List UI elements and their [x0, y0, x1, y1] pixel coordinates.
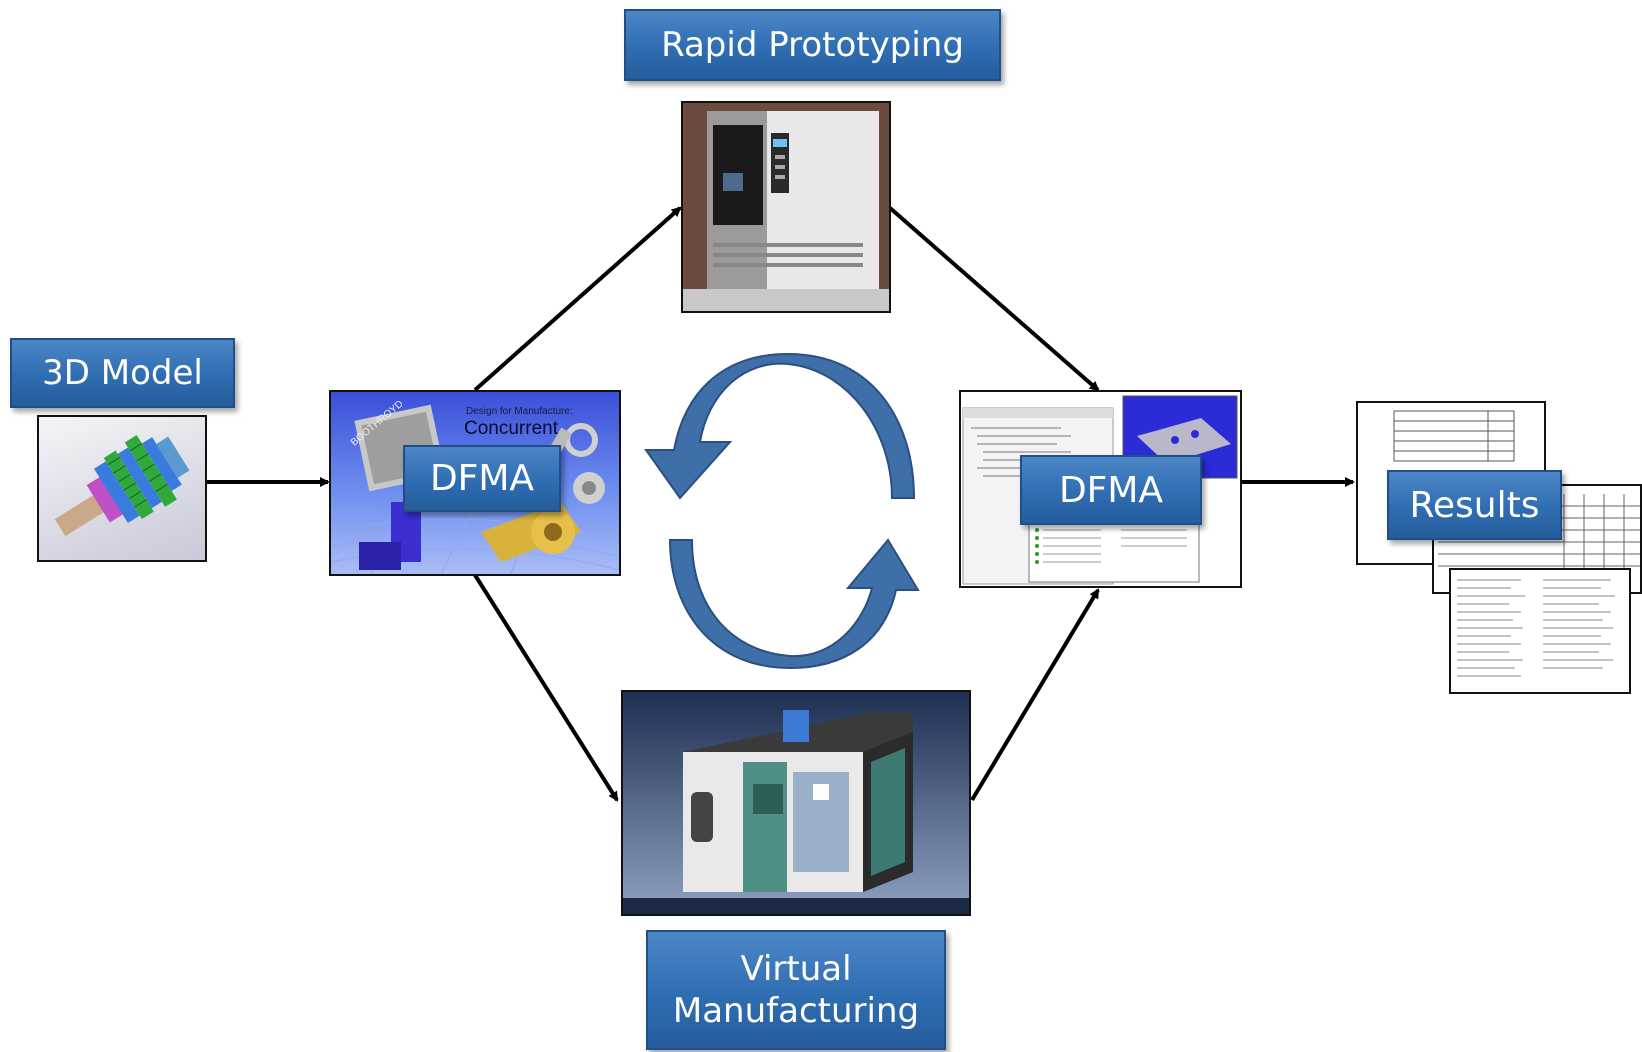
- arrow-prototyping-to-dfma: [888, 206, 1100, 392]
- dfma-splash-title-small: Design for Manufacture:: [466, 406, 573, 417]
- arrow-dfma-to-prototyping: [473, 206, 682, 392]
- gear-shaft-model-image: [37, 415, 207, 562]
- label-3d-model: 3D Model: [10, 338, 235, 408]
- 3d-printer-image: [681, 101, 891, 313]
- arrow-dfma-to-virtual: [473, 573, 619, 802]
- label-rapid-prototyping: Rapid Prototyping: [624, 9, 1001, 81]
- label-virtual-manufacturing-line2: Manufacturing: [672, 991, 920, 1031]
- dfma-splash-title-large: Concurrent: [464, 418, 558, 439]
- label-dfma-left: DFMA: [403, 445, 561, 512]
- cycle-arrow-top: [644, 352, 916, 500]
- label-dfma-right: DFMA: [1020, 455, 1202, 525]
- results-report-page-3: [1449, 568, 1631, 694]
- arrow-virtual-to-dfma: [970, 588, 1100, 802]
- label-virtual-manufacturing-line1: Virtual: [740, 948, 852, 989]
- virtual-machine-image: [621, 690, 971, 916]
- label-results: Results: [1387, 470, 1562, 540]
- cycle-arrow-bottom: [668, 538, 920, 670]
- label-virtual-manufacturing: Virtual Manufacturing: [646, 930, 946, 1050]
